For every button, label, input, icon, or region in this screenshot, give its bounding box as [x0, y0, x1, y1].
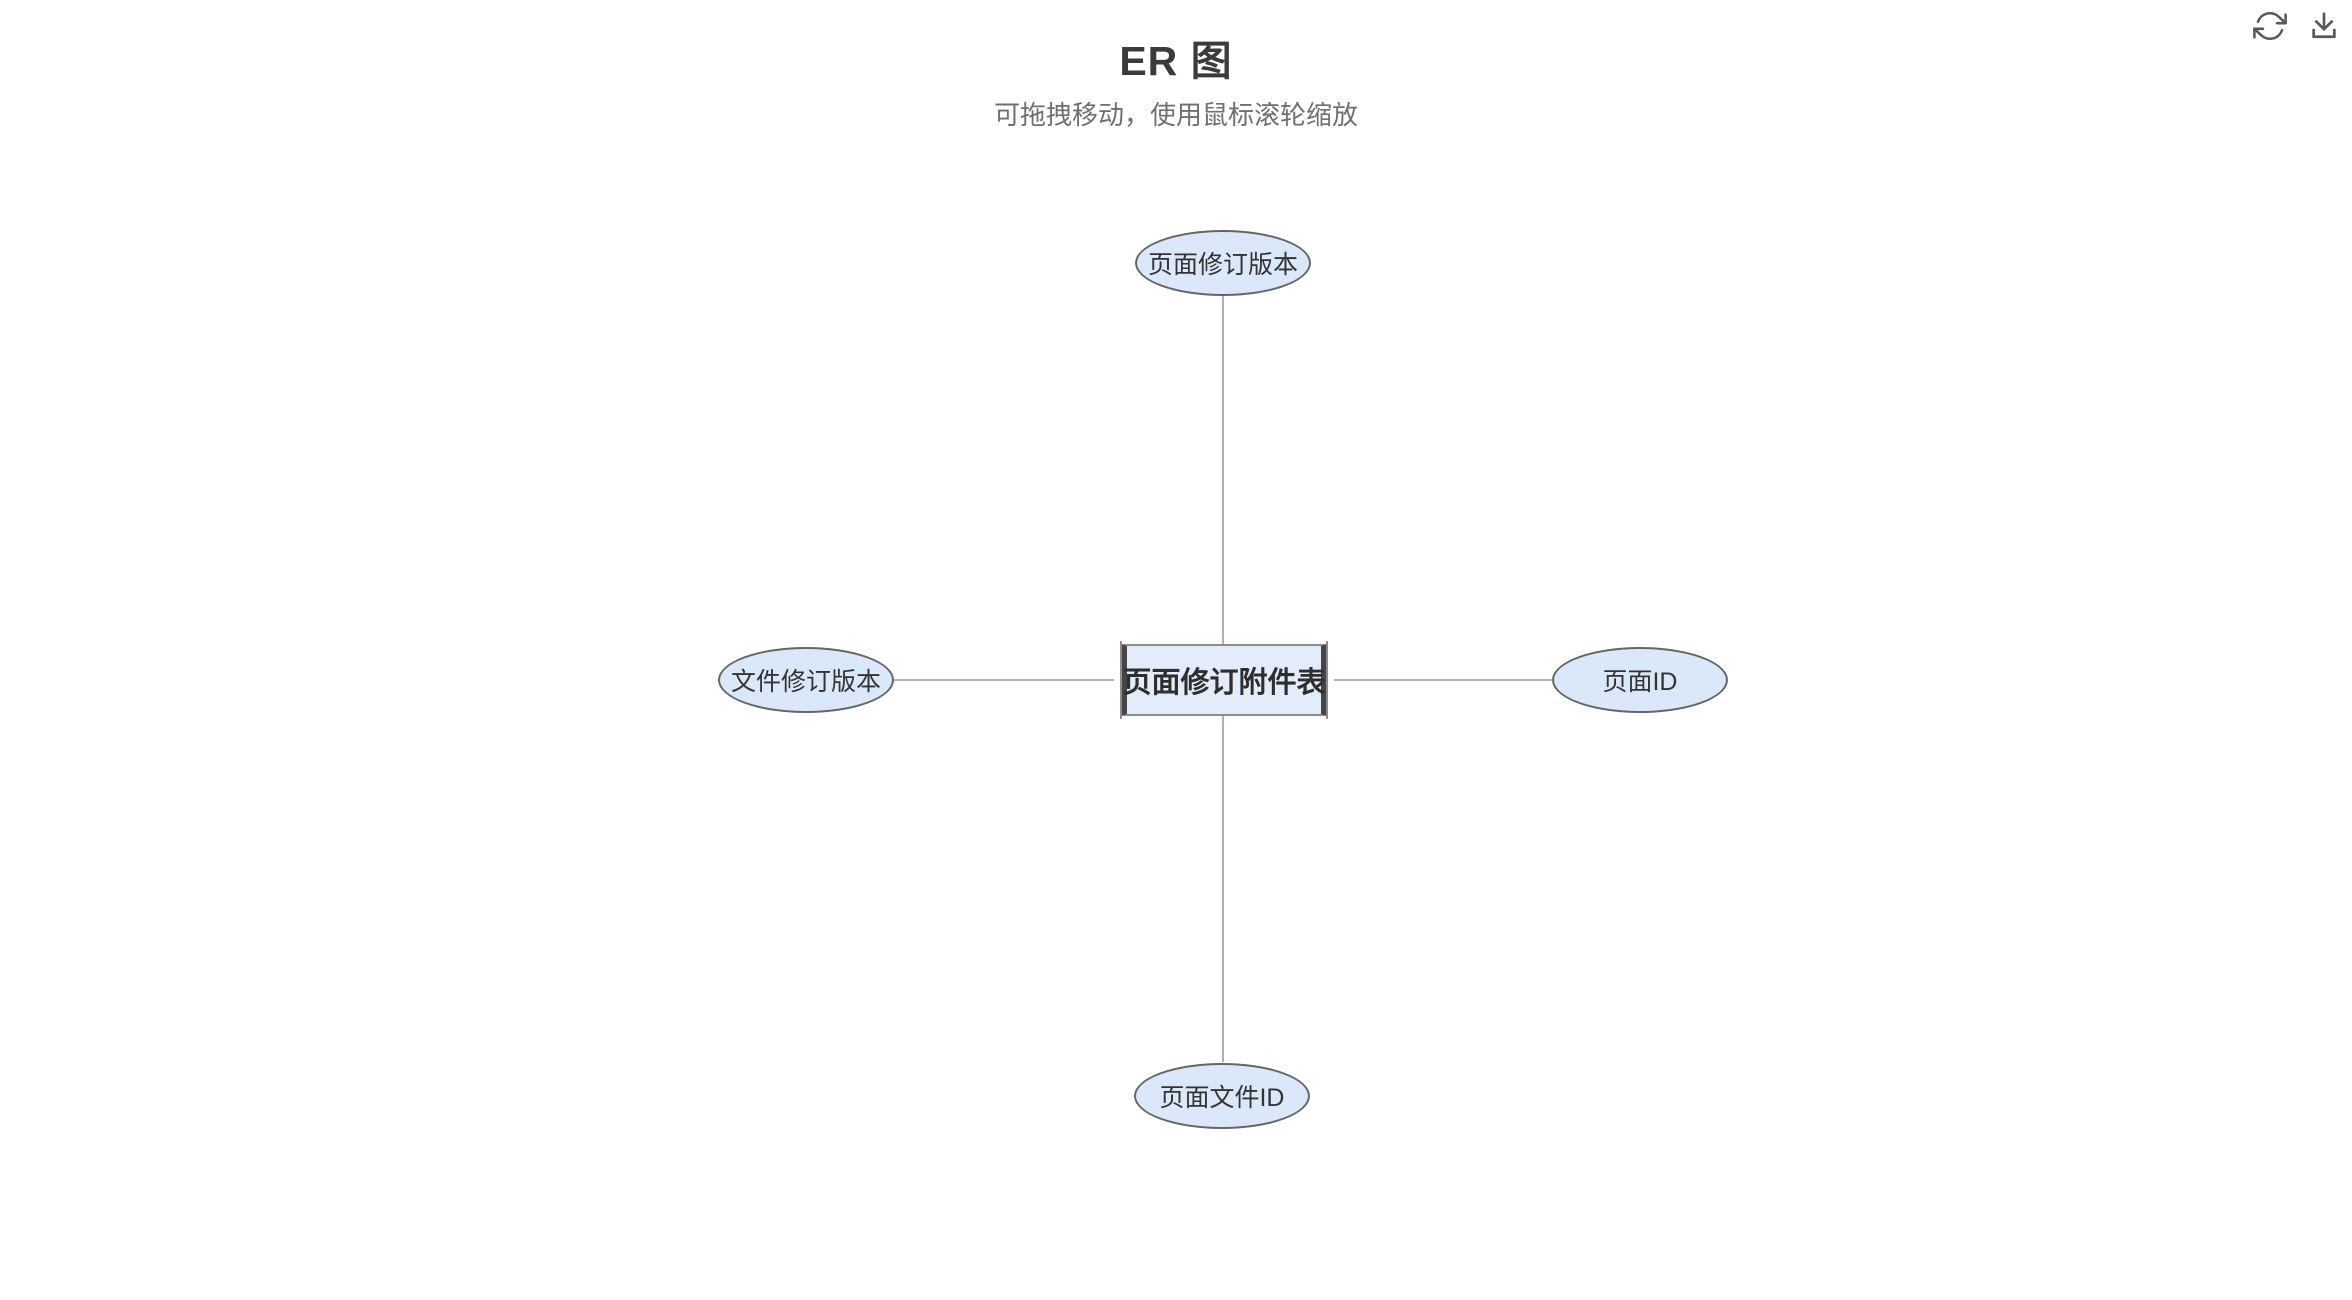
download-button[interactable]	[2307, 9, 2341, 43]
attribute-label: 页面修订版本	[1147, 251, 1298, 279]
entity-node-page-revision-attachment-table[interactable]: 页面修订附件表	[1120, 641, 1328, 719]
attribute-label: 页面ID	[1602, 668, 1678, 696]
attribute-label: 页面文件ID	[1159, 1084, 1285, 1112]
attribute-node-file-revision-version[interactable]: 文件修订版本	[718, 647, 894, 713]
page-subtitle: 可拖拽移动，使用鼠标滚轮缩放	[993, 100, 1358, 130]
attribute-node-page-file-id[interactable]: 页面文件ID	[1134, 1063, 1310, 1129]
attribute-label: 文件修订版本	[730, 668, 881, 696]
page-title: ER 图	[1119, 38, 1233, 84]
entity-label: 页面修订附件表	[1122, 667, 1326, 699]
refresh-icon	[2253, 12, 2287, 40]
connector-entity-to-right-attribute	[1334, 679, 1552, 681]
attribute-node-page-revision-version[interactable]: 页面修订版本	[1135, 230, 1311, 296]
toolbar	[2253, 9, 2341, 43]
attribute-node-page-id[interactable]: 页面ID	[1552, 647, 1728, 713]
connector-entity-to-left-attribute	[894, 679, 1114, 681]
download-icon	[2312, 12, 2336, 39]
connector-entity-to-top-attribute	[1222, 296, 1224, 644]
connector-entity-to-bottom-attribute	[1222, 716, 1224, 1062]
refresh-button[interactable]	[2253, 9, 2287, 43]
